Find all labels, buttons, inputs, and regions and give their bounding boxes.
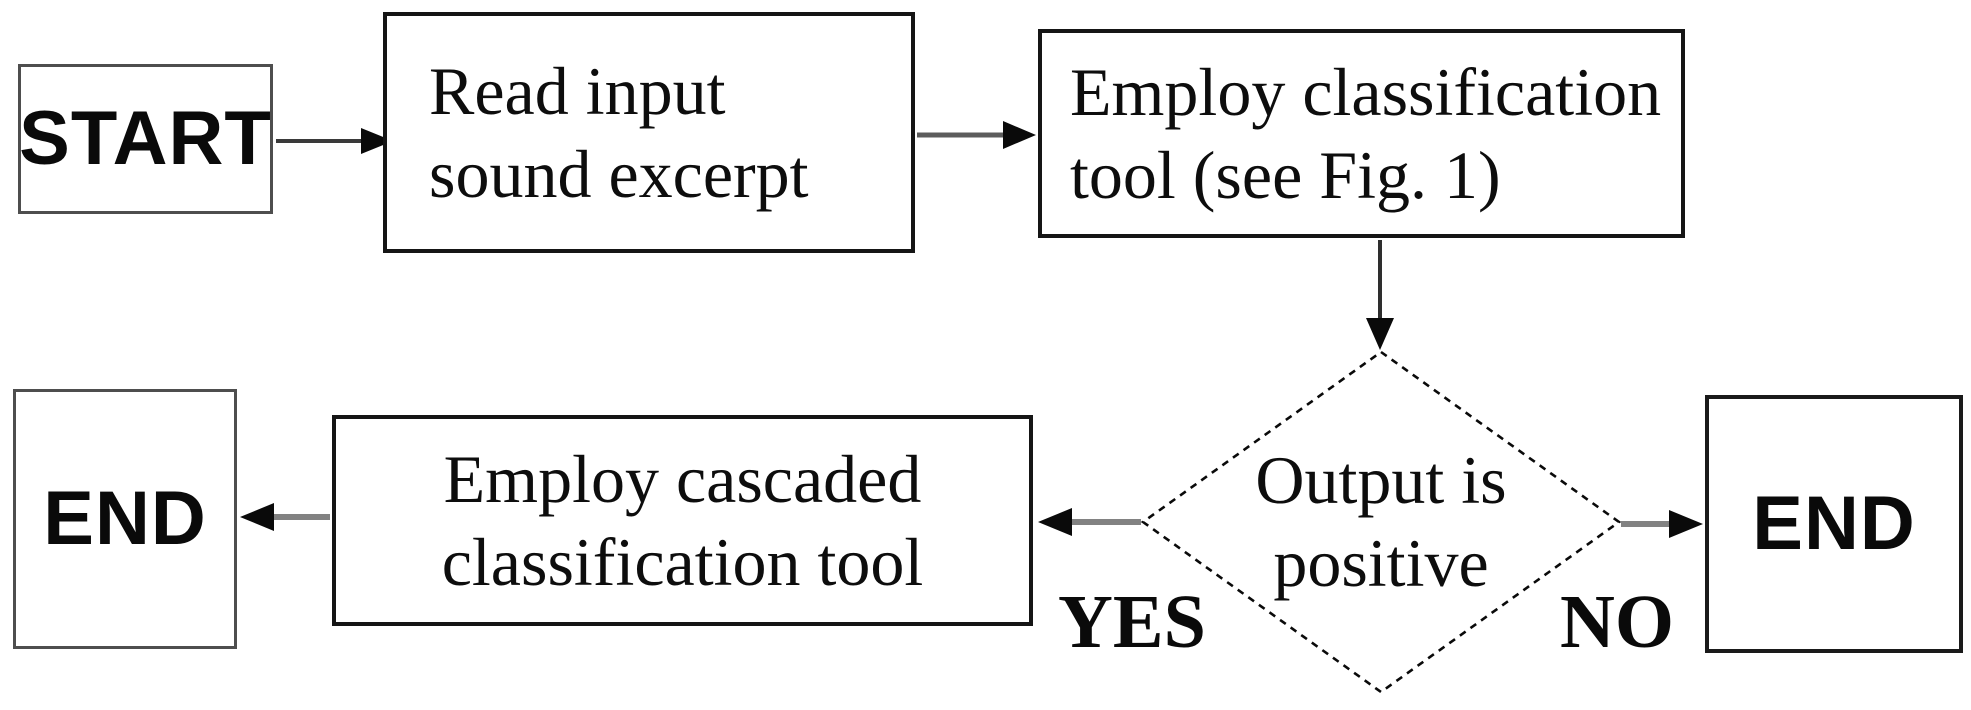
arrow-start-to-read xyxy=(276,128,393,154)
classification-line2: tool (see Fig. 1) xyxy=(1070,136,1501,213)
end-node-left: END xyxy=(13,389,237,649)
no-branch-label: NO xyxy=(1560,580,1674,664)
read-input-line1: Read input xyxy=(429,52,726,129)
end-right-label: END xyxy=(1752,481,1916,566)
decision-diamond xyxy=(1140,350,1622,694)
decision-line2: positive xyxy=(1273,525,1489,601)
arrow-decision-no-to-end-right xyxy=(1621,510,1703,538)
cascaded-line2: classification tool xyxy=(441,523,924,600)
process-classification-tool: Employ classification tool (see Fig. 1) xyxy=(1038,29,1685,238)
classification-line1: Employ classification xyxy=(1070,53,1662,130)
decision-node-text: Output is positive xyxy=(1143,352,1619,692)
process-cascaded-classification-tool: Employ cascaded classification tool xyxy=(332,415,1033,626)
process-read-input: Read input sound excerpt xyxy=(383,12,915,253)
arrow-cascaded-to-end-left xyxy=(240,503,330,531)
end-left-label: END xyxy=(43,476,207,561)
arrow-decision-yes-to-cascaded xyxy=(1038,508,1141,536)
yes-branch-label: YES xyxy=(1058,580,1206,664)
start-node: START xyxy=(18,64,273,214)
cascaded-line1: Employ cascaded xyxy=(443,440,922,517)
read-input-line2: sound excerpt xyxy=(429,135,809,212)
start-label: START xyxy=(19,96,272,181)
arrow-read-to-classify xyxy=(917,121,1036,149)
decision-line1: Output is xyxy=(1255,442,1507,519)
arrow-classify-to-decision xyxy=(1366,240,1394,350)
end-node-right: END xyxy=(1705,395,1963,653)
